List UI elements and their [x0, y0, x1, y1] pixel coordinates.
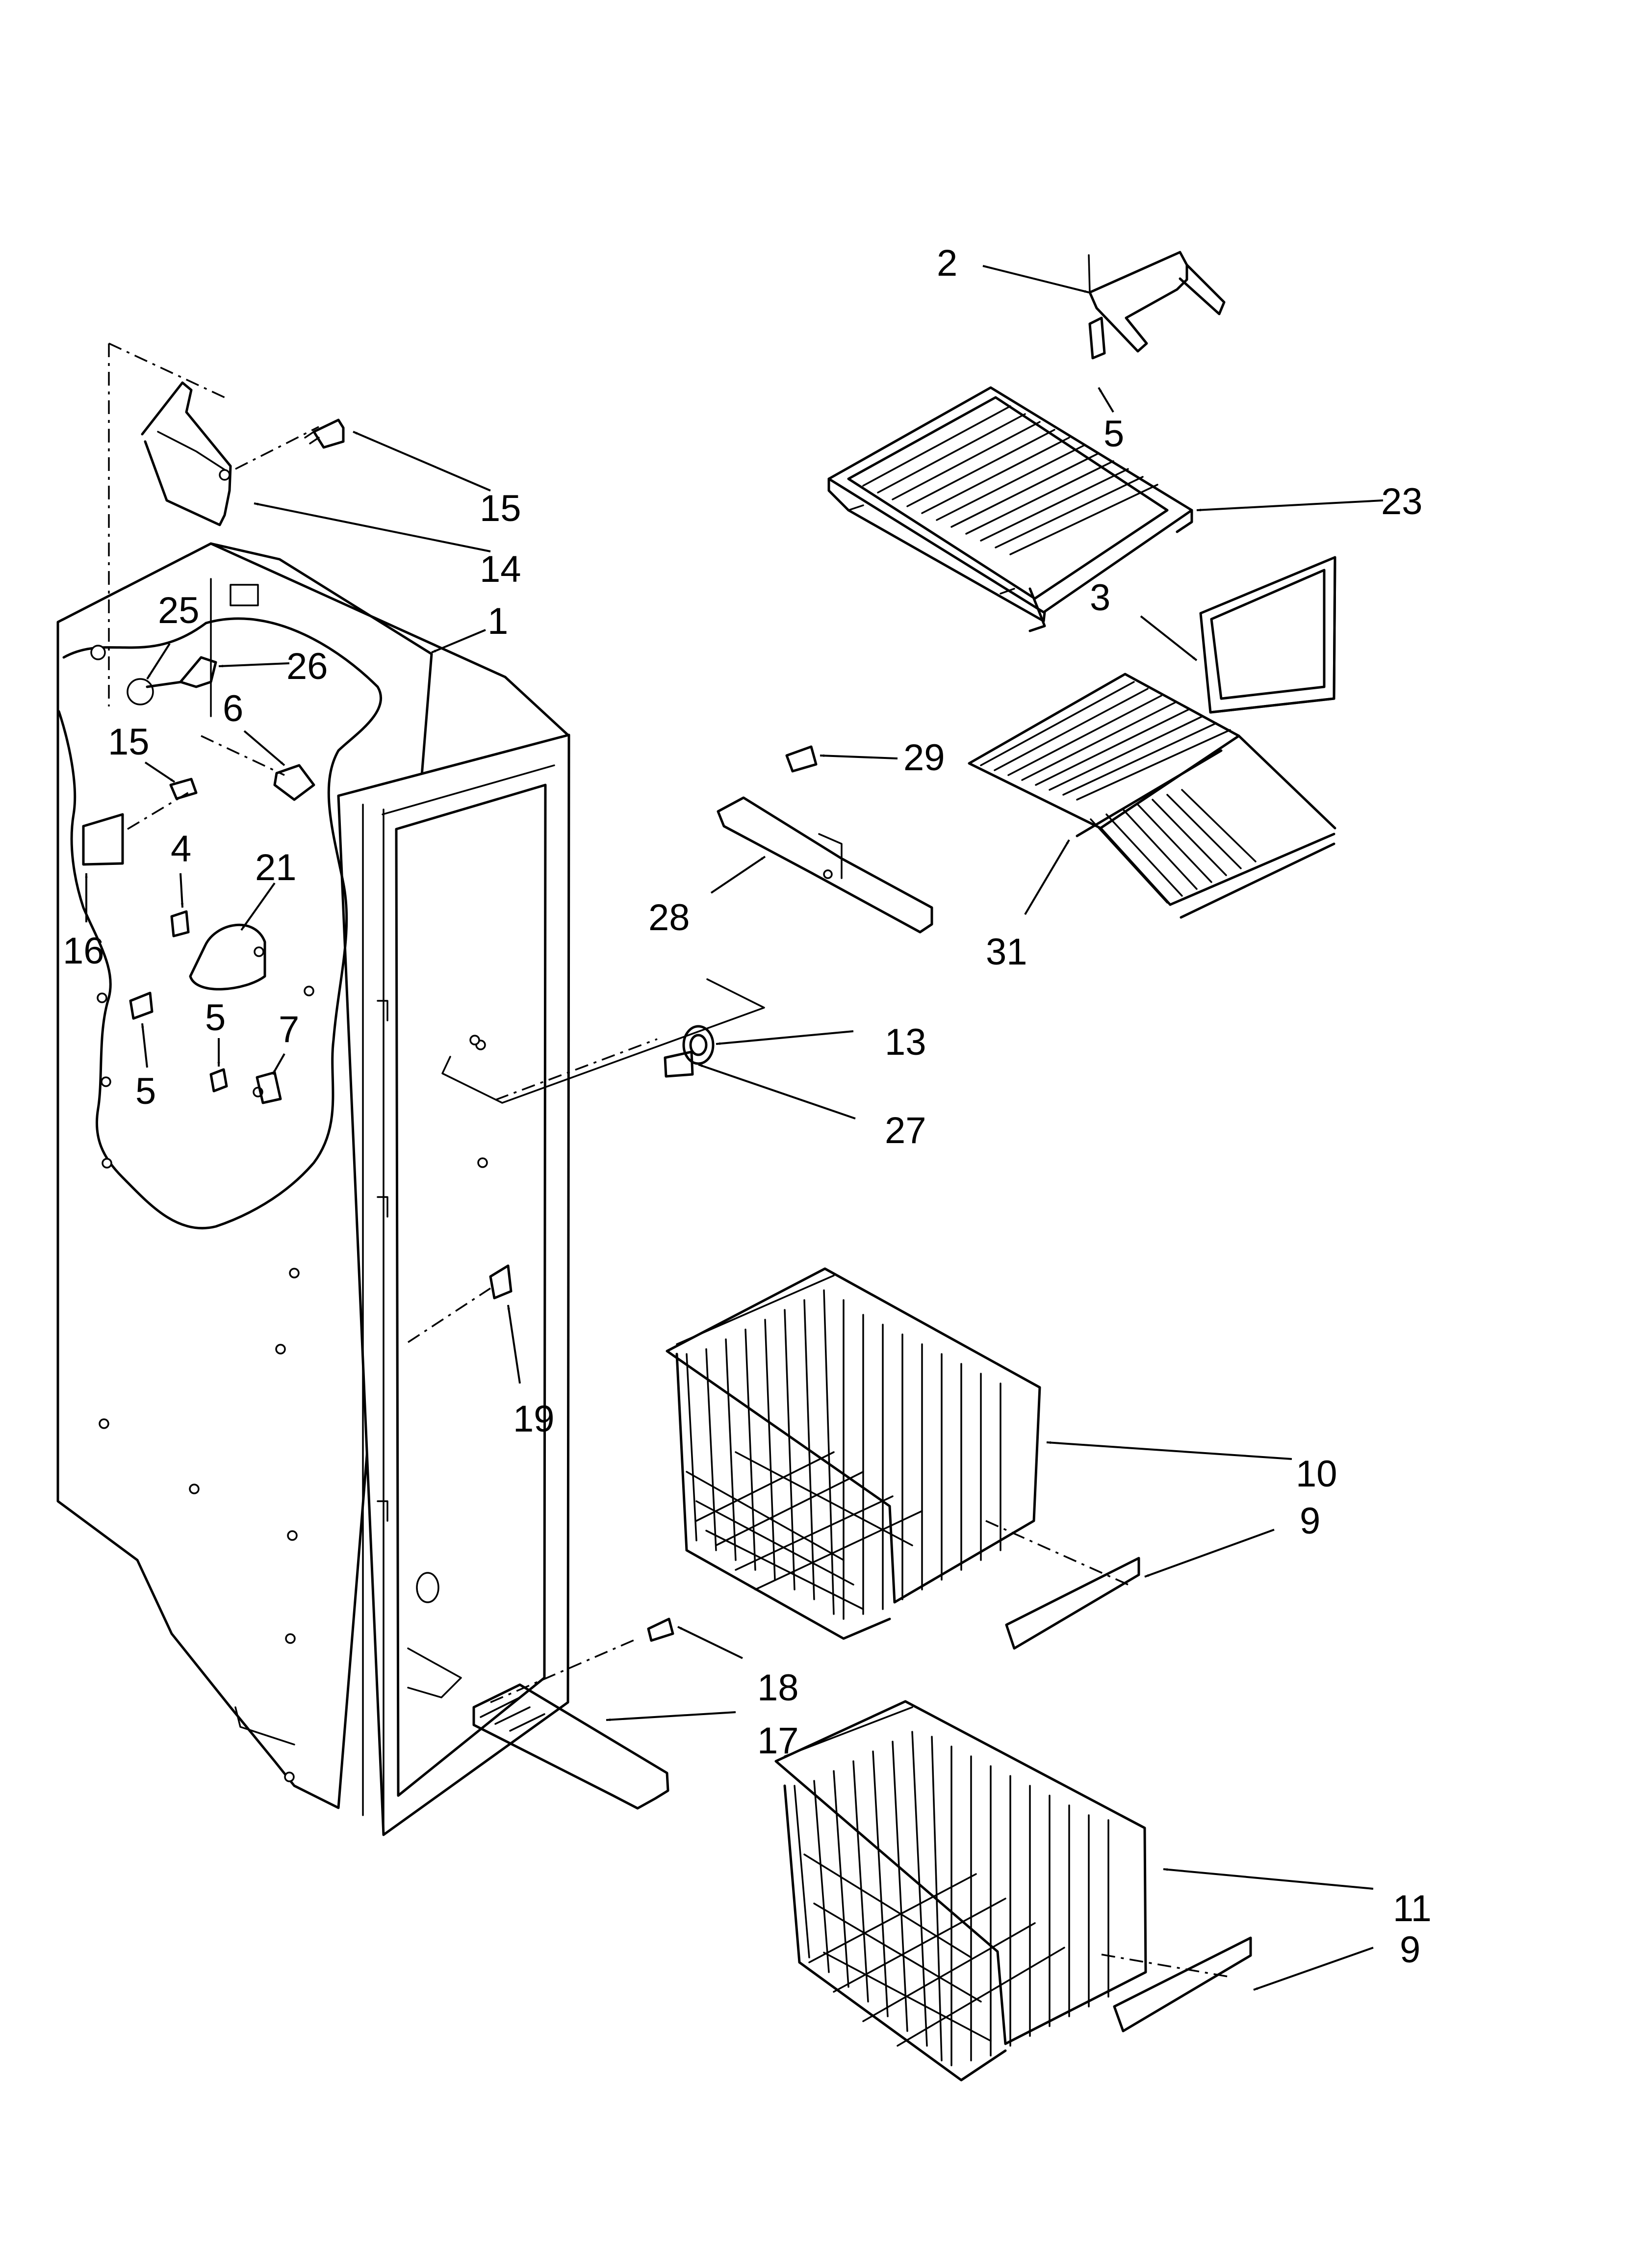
callout-26: 26 [286, 646, 328, 687]
callout-15-top: 15 [480, 488, 521, 529]
assembly-line-13 [495, 1038, 658, 1101]
clip-part-7 [256, 1071, 282, 1104]
assembly-line-19 [408, 1287, 491, 1343]
screw-part-5-mid [209, 1068, 228, 1093]
screw-part-15-top [304, 418, 345, 449]
basket-part-11 [774, 1700, 1147, 2082]
callout-27: 27 [885, 1110, 926, 1151]
callout-10: 10 [1296, 1453, 1337, 1495]
callout-25: 25 [158, 590, 200, 631]
assembly-line-9a [985, 1520, 1129, 1586]
callout-5-mid: 5 [205, 997, 226, 1039]
screw-part-4 [170, 910, 190, 938]
bracket-part-16 [82, 813, 124, 866]
hole-mark [469, 1035, 480, 1045]
light-socket-part [127, 656, 217, 705]
callout-1: 1 [487, 600, 508, 642]
callout-29: 29 [903, 737, 945, 779]
trim-part-17 [472, 1683, 669, 1810]
assembly-line-18 [490, 1638, 638, 1703]
callout-7: 7 [279, 1009, 299, 1050]
shelf-rail-part-28 [717, 796, 933, 934]
leader-lines [85, 265, 1384, 1991]
callout-9-lower: 9 [1400, 1929, 1420, 1971]
screw-part-18 [647, 1617, 674, 1642]
trim-part-9b [1113, 1936, 1252, 2033]
callout-5-left: 5 [135, 1070, 156, 1112]
assembly-line-9b [1101, 1954, 1232, 1978]
trim-part-9a [1005, 1557, 1140, 1650]
callout-3: 3 [1090, 577, 1110, 619]
shelf-bracket-part-2 [1088, 251, 1226, 353]
callout-21: 21 [255, 847, 297, 888]
assembly-line-6 [201, 735, 285, 776]
assembly-line-15b [127, 790, 192, 830]
screw-part-15-mid [169, 778, 198, 800]
callout-9-upper: 9 [1300, 1500, 1320, 1542]
callout-2: 2 [937, 242, 957, 284]
motor-part-13 [664, 1025, 715, 1078]
screw-part-5-top [1088, 316, 1106, 360]
callout-23: 23 [1381, 481, 1423, 522]
callout-5-top: 5 [1103, 413, 1124, 455]
callout-13: 13 [885, 1021, 926, 1063]
callout-6: 6 [223, 688, 243, 730]
switch-part-19 [489, 1264, 513, 1300]
light-shield-outline [441, 978, 765, 1104]
callout-labels: 2 5 23 3 29 28 31 15 14 1 25 26 6 15 4 2… [63, 242, 1432, 1971]
assembly-line-15 [235, 426, 319, 470]
shelf-support-part [141, 381, 232, 526]
callout-4: 4 [171, 828, 191, 870]
callout-28: 28 [648, 897, 690, 938]
thermostat-housing-part-21 [189, 923, 266, 991]
assembly-line-14 [108, 342, 227, 399]
freezer-liner-part [56, 542, 570, 1836]
shelf-frame-part-3 [1199, 556, 1336, 714]
clip-part-6 [273, 764, 315, 801]
callout-17: 17 [757, 1720, 799, 1762]
callout-18: 18 [757, 1667, 799, 1709]
glass-shelf-part-23 [827, 386, 1193, 632]
callout-11: 11 [1393, 1888, 1432, 1929]
callout-31: 31 [986, 931, 1027, 973]
callout-14: 14 [480, 548, 521, 590]
callout-16: 16 [63, 930, 104, 972]
callout-15-mid: 15 [108, 721, 150, 763]
callout-19: 19 [513, 1398, 555, 1440]
basket-part-10 [666, 1267, 1041, 1640]
wire-shelf-part-31 [968, 673, 1336, 919]
screw-part-5-left [129, 991, 154, 1020]
screw-part-29 [785, 745, 818, 773]
